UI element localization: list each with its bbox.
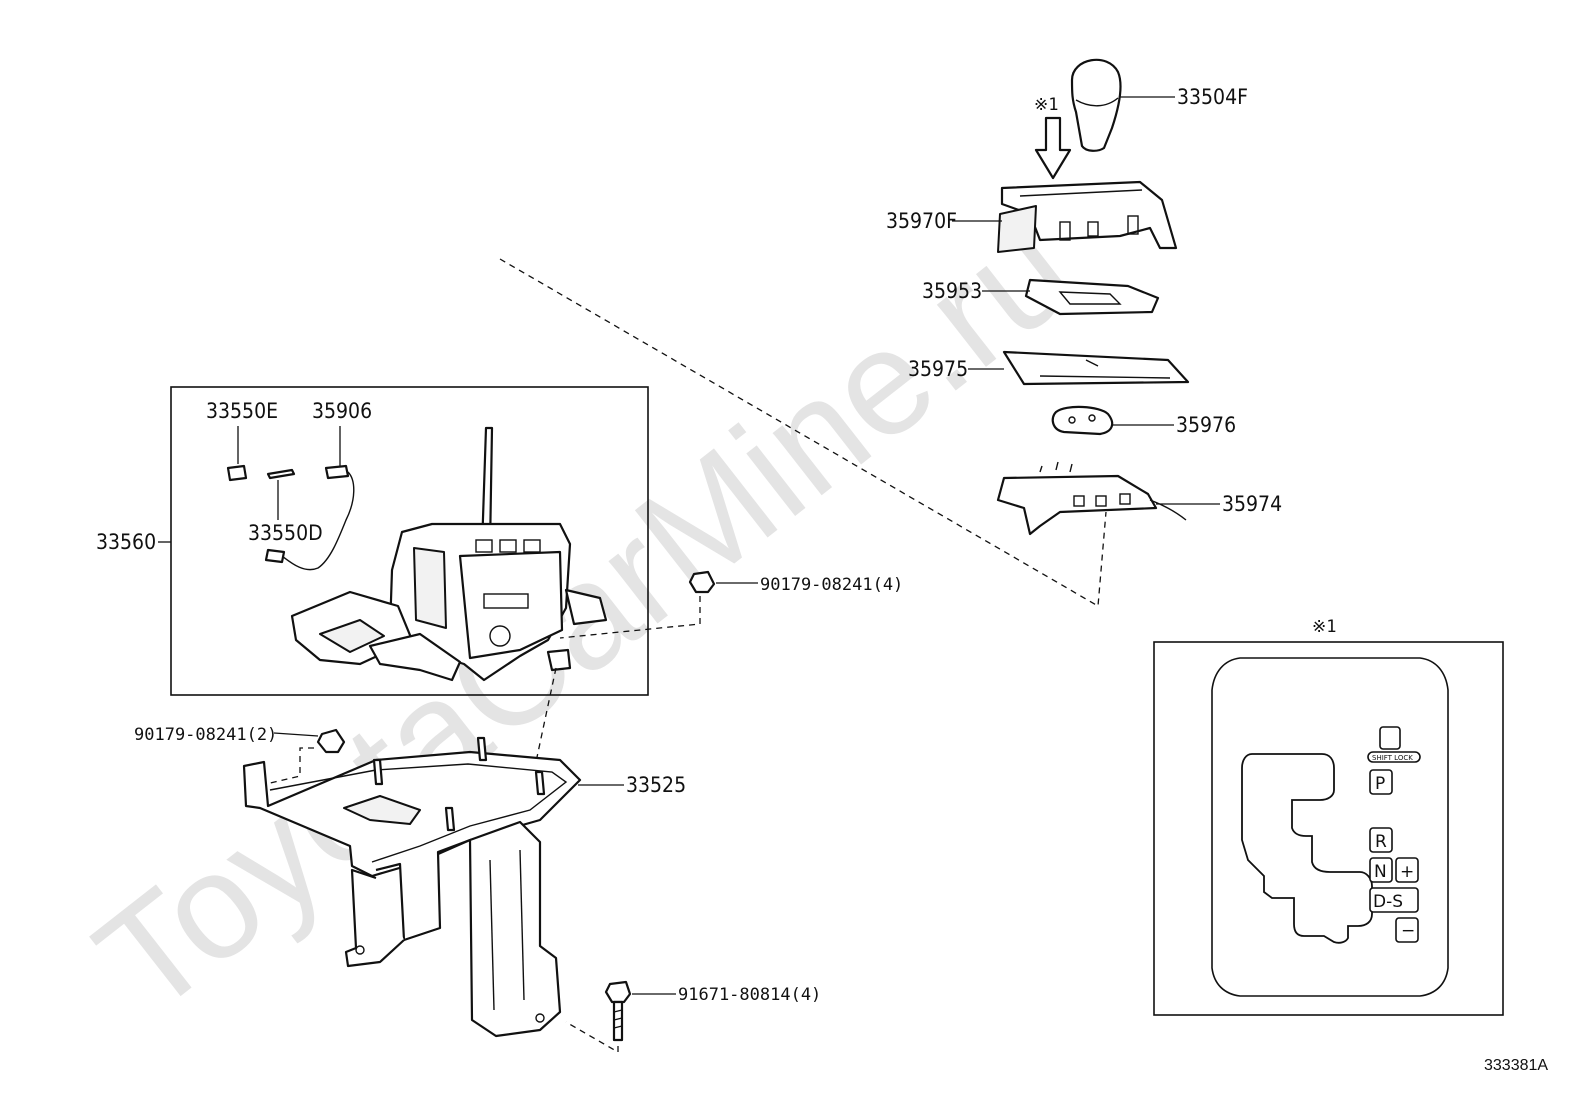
indicator-35974-drawing <box>996 461 1187 536</box>
callout-35970F: 35970F <box>886 209 957 233</box>
plate-35953-drawing <box>1024 278 1160 316</box>
sensor-35906-drawing <box>264 464 355 571</box>
down-arrow-icon <box>1034 116 1072 180</box>
gate-label-n: N <box>1374 862 1387 882</box>
callout-35976: 35976 <box>1176 413 1236 437</box>
nut-90179-4-drawing <box>688 570 716 594</box>
bolt-91671-drawing <box>604 980 632 1042</box>
callout-35953: 35953 <box>922 279 982 303</box>
callout-90179-08241-4: 90179-08241(4) <box>760 575 903 595</box>
gate-panel-outline <box>1211 657 1449 997</box>
gate-key-plus <box>1395 857 1419 883</box>
shift-gate-slot <box>1241 753 1373 944</box>
gate-key-p <box>1369 769 1393 795</box>
shift-lock-label-bg <box>1367 751 1421 763</box>
bracket-33525-drawing <box>242 736 582 1038</box>
callout-33504F: 33504F <box>1177 85 1248 109</box>
gate-label-p: P <box>1375 774 1385 794</box>
nut-90179-2-drawing <box>316 728 346 754</box>
inset-marker: ※1 <box>1312 617 1336 637</box>
gate-key-r <box>1369 827 1393 853</box>
callout-33550E: 33550E <box>206 399 278 423</box>
callout-33560: 33560 <box>96 530 156 554</box>
shift-lock-label: SHIFT LOCK <box>1372 754 1413 762</box>
clip-33550D-drawing <box>266 468 296 480</box>
inset-gate-box <box>1153 641 1504 1016</box>
callout-35906: 35906 <box>312 399 372 423</box>
callout-90179-08241-2: 90179-08241(2) <box>134 725 277 745</box>
note-marker-1: ※1 <box>1034 95 1058 115</box>
shift-lever-body-drawing <box>290 426 608 682</box>
callout-33525: 33525 <box>626 773 686 797</box>
gate-label-ds: D-S <box>1373 892 1403 912</box>
gate-label-r: R <box>1375 832 1387 852</box>
assembly-33560-box <box>170 386 649 696</box>
gate-key-minus <box>1395 917 1419 943</box>
gate-key-ds <box>1369 887 1419 913</box>
gate-key-n <box>1369 857 1393 883</box>
pin-33550E-drawing <box>226 464 248 482</box>
callout-35975: 35975 <box>908 357 968 381</box>
gate-label-minus: − <box>1401 921 1415 941</box>
indicator-housing-drawing <box>997 180 1178 253</box>
callout-35974: 35974 <box>1222 492 1282 516</box>
plate-35976-drawing <box>1051 405 1114 436</box>
gate-label-plus: + <box>1400 862 1414 882</box>
shift-knob-drawing <box>1070 58 1122 152</box>
shift-lock-button <box>1379 726 1401 750</box>
figure-code: 333381A <box>1484 1057 1548 1074</box>
slide-plate-35975-drawing <box>1002 350 1190 386</box>
callout-33550D: 33550D <box>248 521 323 545</box>
callout-91671-80814-4: 91671-80814(4) <box>678 985 821 1005</box>
